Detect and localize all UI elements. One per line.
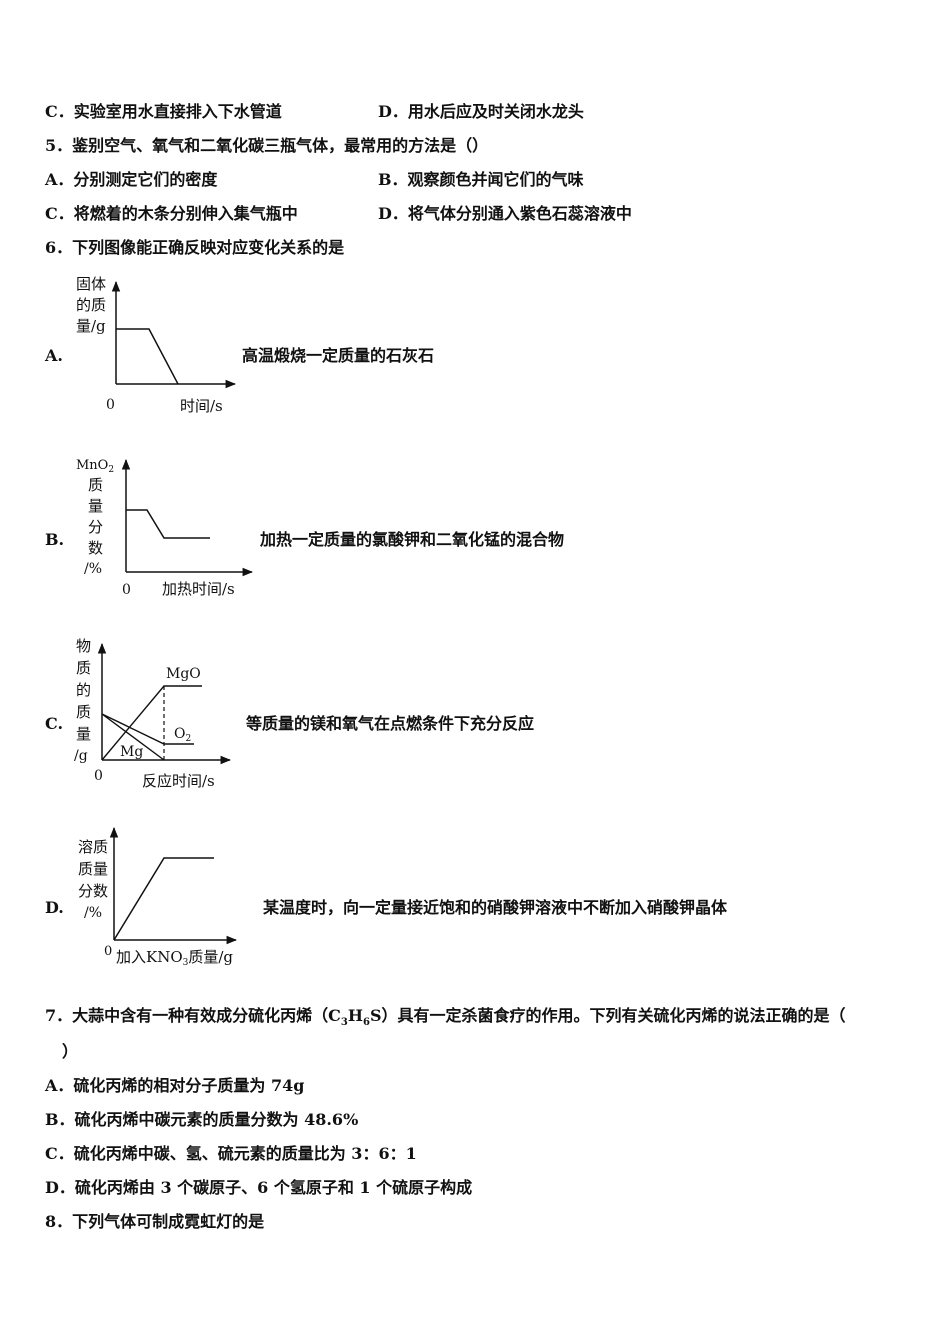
q5-option-c: C．将燃着的木条分别伸入集气瓶中 bbox=[45, 204, 298, 223]
q6-option-a-description: 高温煅烧一定质量的石灰石 bbox=[242, 346, 435, 365]
series-mg bbox=[101, 713, 165, 761]
y-label-2: 质 bbox=[76, 659, 91, 677]
origin-label: 0 bbox=[94, 768, 103, 784]
origin-label: 0 bbox=[104, 944, 112, 959]
q7-option-a: A．硫化丙烯的相对分子质量为 74g bbox=[45, 1076, 305, 1095]
x-label: 反应时间/s bbox=[142, 772, 215, 790]
q6-option-a-graph: 固体 的质 量/g 0 时间/s bbox=[76, 275, 237, 415]
y-label-6: /g bbox=[74, 748, 88, 764]
q7-stem: 7．大蒜中含有一种有效成分硫化丙烯（C3H6S）具有一定杀菌食疗的作用。下列有关… bbox=[45, 1006, 846, 1029]
origin-label: 0 bbox=[106, 397, 115, 413]
x-label: 加入KNO3质量/g bbox=[116, 948, 233, 968]
q7-option-d: D．硫化丙烯由 3 个碳原子、6 个氢原子和 1 个硫原子构成 bbox=[45, 1178, 473, 1197]
q6-option-c-description: 等质量的镁和氧气在点燃条件下充分反应 bbox=[246, 714, 535, 733]
q6-option-a-label: A. bbox=[45, 346, 63, 365]
y-label-5: /% bbox=[84, 561, 102, 577]
q5-option-b: B．观察颜色并闻它们的气味 bbox=[378, 170, 584, 189]
y-label-2: 量 bbox=[88, 497, 103, 515]
label-mgo: MgO bbox=[166, 666, 201, 682]
y-label-2: 质量 bbox=[78, 860, 108, 878]
q7-stem-continuation: ） bbox=[62, 1042, 79, 1061]
q6-option-c-graph: MgO O2 Mg 物 质 的 质 量 /g 0 反应时间/s bbox=[74, 637, 232, 790]
q4-option-c: C．实验室用水直接排入下水管道 bbox=[45, 102, 282, 121]
q6-option-d-graph: 溶质 质量 分数 /% 0 加入KNO3质量/g bbox=[78, 826, 238, 968]
series-line bbox=[113, 857, 214, 941]
q6-option-b-graph: MnO2 质 量 分 数 /% 0 加热时间/s bbox=[76, 458, 254, 598]
origin-label: 0 bbox=[122, 582, 131, 598]
y-label-4: /% bbox=[84, 905, 102, 921]
label-mg: Mg bbox=[120, 744, 143, 760]
q5-option-d: D．将气体分别通入紫色石蕊溶液中 bbox=[378, 204, 632, 223]
q5-stem: 5．鉴别空气、氧气和二氧化碳三瓶气体，最常用的方法是（） bbox=[45, 136, 489, 155]
series-line bbox=[116, 328, 179, 385]
q6-option-d-label: D. bbox=[45, 898, 64, 917]
q4-option-d: D．用水后应及时关闭水龙头 bbox=[378, 102, 584, 121]
y-label-1: 物 bbox=[76, 637, 91, 655]
y-label-1: 溶质 bbox=[78, 838, 108, 856]
q7-option-c: C．硫化丙烯中碳、氢、硫元素的质量比为 3：6：1 bbox=[45, 1144, 417, 1163]
q6-option-b-label: B. bbox=[45, 530, 65, 549]
series-mgo bbox=[101, 685, 202, 761]
q6-option-c-label: C. bbox=[45, 714, 64, 733]
q6-stem: 6．下列图像能正确反映对应变化关系的是 bbox=[45, 238, 345, 257]
y-label-2: 的质 bbox=[76, 296, 106, 314]
y-label-4: 质 bbox=[76, 703, 91, 721]
q8-stem: 8．下列气体可制成霓虹灯的是 bbox=[45, 1212, 265, 1231]
q6-option-d-description: 某温度时，向一定量接近饱和的硝酸钾溶液中不断加入硝酸钾晶体 bbox=[263, 898, 728, 917]
q5-option-a: A．分别测定它们的密度 bbox=[45, 170, 218, 189]
q6-option-b-description: 加热一定质量的氯酸钾和二氧化锰的混合物 bbox=[260, 530, 565, 549]
y-label-3: 分数 bbox=[78, 882, 108, 900]
label-o2: O2 bbox=[174, 726, 191, 744]
x-label: 加热时间/s bbox=[162, 580, 235, 598]
y-label-5: 量 bbox=[76, 725, 91, 743]
y-label-3: 量/g bbox=[76, 317, 106, 335]
x-label: 时间/s bbox=[180, 397, 223, 415]
series-line bbox=[126, 509, 210, 539]
y-label-1: 固体 bbox=[76, 275, 106, 293]
y-label-top: MnO2 bbox=[76, 458, 114, 475]
y-label-1: 质 bbox=[88, 476, 103, 494]
q7-option-b: B．硫化丙烯中碳元素的质量分数为 48.6% bbox=[45, 1110, 359, 1129]
y-label-3: 分 bbox=[88, 518, 103, 536]
y-label-4: 数 bbox=[88, 539, 103, 557]
y-label-3: 的 bbox=[76, 681, 91, 699]
